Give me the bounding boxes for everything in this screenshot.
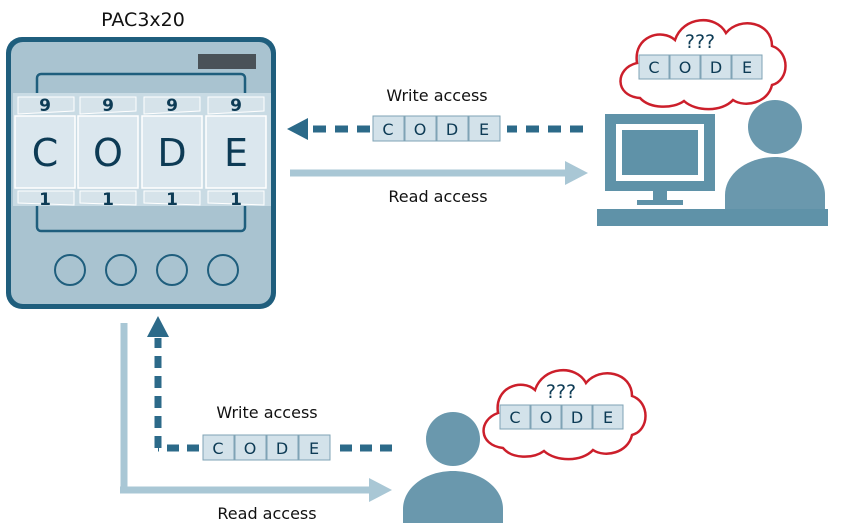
local-thought-code-letter-2: O — [540, 408, 553, 427]
wheel-bottom-digit-3: 1 — [166, 190, 178, 210]
local-write-code-letter-2: O — [244, 439, 257, 458]
local-read-arrowhead — [369, 478, 392, 502]
pc-write-code-letter-3: D — [446, 120, 458, 139]
local-write-code-letter-4: E — [309, 439, 319, 458]
device-code-letter-3: D — [157, 131, 186, 175]
pc-read-label: Read access — [388, 187, 487, 206]
device-code-letter-2: O — [93, 131, 123, 175]
code-wheel-2 — [77, 96, 139, 206]
code-wheel-3 — [141, 96, 203, 206]
pc-thought-code — [638, 54, 763, 80]
local-user-person-icon — [403, 412, 503, 523]
pc-write-arrow — [287, 118, 583, 140]
code-wheel-1 — [14, 96, 76, 206]
pc-write-label: Write access — [386, 86, 487, 105]
wheel-bottom-digit-4: 1 — [230, 190, 242, 210]
local-thought-code-letter-3: D — [571, 408, 583, 427]
wheel-bottom-digit-2: 1 — [102, 190, 114, 210]
pc-write-code-letter-2: O — [414, 120, 427, 139]
local-write-arrow — [147, 316, 392, 452]
pc-read-arrowhead — [565, 161, 588, 185]
device-title: PAC3x20 — [101, 9, 185, 31]
pc-thought-code-letter-1: C — [648, 58, 659, 77]
wheel-top-digit-3: 9 — [166, 96, 178, 116]
device-button-3 — [156, 254, 188, 286]
wheel-top-digit-1: 9 — [39, 96, 51, 116]
local-write-label: Write access — [216, 403, 317, 422]
device-code-letter-4: E — [224, 131, 248, 175]
wheel-top-digit-2: 9 — [102, 96, 114, 116]
pc-write-arrowhead — [287, 118, 308, 140]
local-write-arrowhead — [147, 316, 169, 337]
local-thought-code-letter-4: E — [603, 408, 613, 427]
pc-thought-code-letter-4: E — [742, 58, 752, 77]
device-button-1 — [54, 254, 86, 286]
local-write-code — [202, 434, 331, 461]
pc-thought-question: ??? — [685, 31, 715, 53]
device: 9 9 9 9 C O D E 1 1 1 1 — [6, 37, 276, 309]
pc-read-arrow — [290, 161, 588, 185]
device-button-2 — [105, 254, 137, 286]
computer-icon — [597, 114, 828, 226]
device-code-letter-1: C — [32, 131, 59, 175]
pc-thought-code-letter-2: O — [679, 58, 692, 77]
wheel-top-digit-4: 9 — [230, 96, 242, 116]
local-read-label: Read access — [217, 504, 316, 523]
code-wheel-4 — [205, 96, 267, 206]
local-thought-code-letter-1: C — [509, 408, 520, 427]
local-thought-code — [499, 404, 624, 430]
local-thought-question: ??? — [546, 381, 576, 403]
wheel-bottom-digit-1: 1 — [39, 190, 51, 210]
pc-user-person-icon — [725, 100, 825, 209]
device-display-slot — [198, 54, 256, 69]
pc-write-code — [372, 115, 501, 142]
pc-write-code-letter-1: C — [382, 120, 393, 139]
pc-thought-code-letter-3: D — [710, 58, 722, 77]
local-write-code-letter-1: C — [212, 439, 223, 458]
local-write-code-letter-3: D — [276, 439, 288, 458]
device-button-4 — [207, 254, 239, 286]
local-read-arrow — [120, 323, 392, 502]
pc-write-code-letter-4: E — [479, 120, 489, 139]
